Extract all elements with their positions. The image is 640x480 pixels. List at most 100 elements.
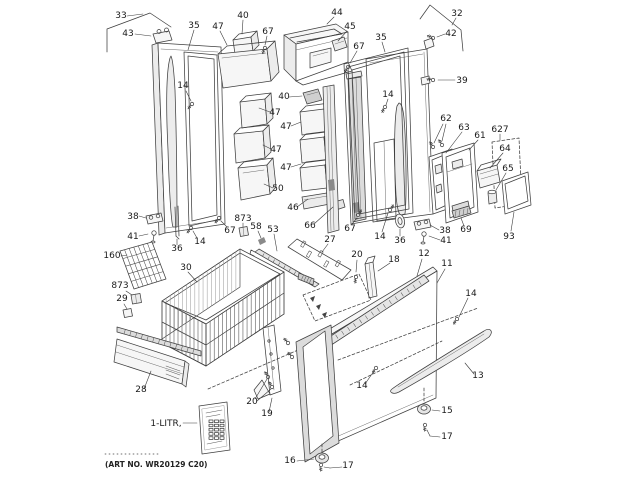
callout-20: 20 [351,250,363,260]
leader-line [441,123,447,142]
left-door-handle [166,55,178,228]
freezer-basket-30 [161,248,285,367]
leader-line [445,131,463,154]
ice-bucket-44 [283,23,353,86]
leader-line [241,19,244,35]
leader-line [268,397,273,413]
callout-47: 47 [212,22,223,32]
callout-43: 43 [122,29,133,39]
leader-line [510,211,515,232]
callout-14: 14 [374,232,386,242]
leader-line [460,217,465,227]
callout-38: 38 [127,212,139,222]
leader-line [429,224,440,231]
leader-line [489,152,504,169]
center-hardware [297,255,378,322]
callout-67: 67 [344,224,355,234]
clip-29 [122,308,133,318]
callout-16: 16 [284,456,296,466]
callout-64: 64 [499,144,511,154]
clip-58 [258,237,266,245]
leader-line [262,144,272,150]
leader-line [385,98,389,106]
leader-line [313,206,334,225]
callout-12: 12 [418,249,429,259]
leader-line [123,303,128,310]
left-door-gasket-35 [183,51,222,227]
leader-line [254,378,268,400]
leader-line [219,30,228,46]
callout-627: 627 [491,125,508,135]
leader-line [429,435,441,438]
tray-40-top [232,30,260,55]
top-bracket-32 [419,4,464,52]
bracket-plate-27 [287,238,352,281]
callout-15: 15 [441,406,452,416]
drawer-door-assembly [295,266,492,472]
callout-44: 44 [331,8,343,18]
leader-line [296,198,309,208]
leader-line [464,362,475,375]
leader-line [257,230,262,239]
callout-873: 873 [111,281,128,291]
leader-line [256,388,272,402]
callout-160: 160 [103,251,120,261]
callout-41: 41 [127,232,138,242]
leader-line [296,458,315,462]
callout-28: 28 [135,385,147,395]
screw-icon [437,138,445,148]
leader-line [288,95,303,98]
callout-61: 61 [474,131,485,141]
screw-icon [451,316,460,326]
callout-27: 27 [324,235,335,245]
callout-17: 17 [342,461,353,471]
callout-41: 41 [440,236,451,246]
leader-line [495,172,507,191]
callout-14: 14 [356,381,368,391]
kick-plate-28 [113,326,202,388]
leader-line [120,254,128,257]
callout-873: 873 [234,214,251,224]
callout-14: 14 [177,81,189,91]
leader-line [138,215,147,219]
callout-29: 29 [116,294,128,304]
leader-line [337,30,348,42]
top-hinge-43 [152,27,173,44]
footer: (ART NO. WR20129 C20) [104,453,207,469]
wedge-40 [302,88,323,105]
leader-line [433,123,444,144]
leader-line [451,17,457,26]
mullion-rails [322,70,367,234]
leader-line [290,121,302,127]
leader-line [273,233,278,252]
callout-35: 35 [188,21,199,31]
callout-47: 47 [269,108,280,118]
center-hinge-left [145,205,180,244]
leader-line [326,16,335,25]
leader-line [436,268,446,284]
callout-62: 62 [440,114,451,124]
leader-line [138,233,149,237]
deep-bin-50 [237,164,271,201]
part-64 [476,164,501,189]
leader-line [349,50,358,64]
callout-38: 38 [439,226,451,236]
leader-line [377,262,391,272]
callout-67: 67 [262,27,273,37]
callout-46: 46 [287,203,299,213]
callout-13: 13 [472,371,483,381]
icemaker-panels [428,138,479,224]
callout-67: 67 [353,42,364,52]
center-hinge-right [394,213,432,245]
leader-line [426,429,431,437]
leader-line [436,33,446,38]
screw-icon [282,336,291,346]
left-door [151,42,226,236]
callout-14: 14 [194,237,206,247]
callout-36: 36 [171,244,183,254]
screw-icon [422,422,428,432]
right-door-gasket-35 [343,47,414,225]
right-door [343,37,435,225]
